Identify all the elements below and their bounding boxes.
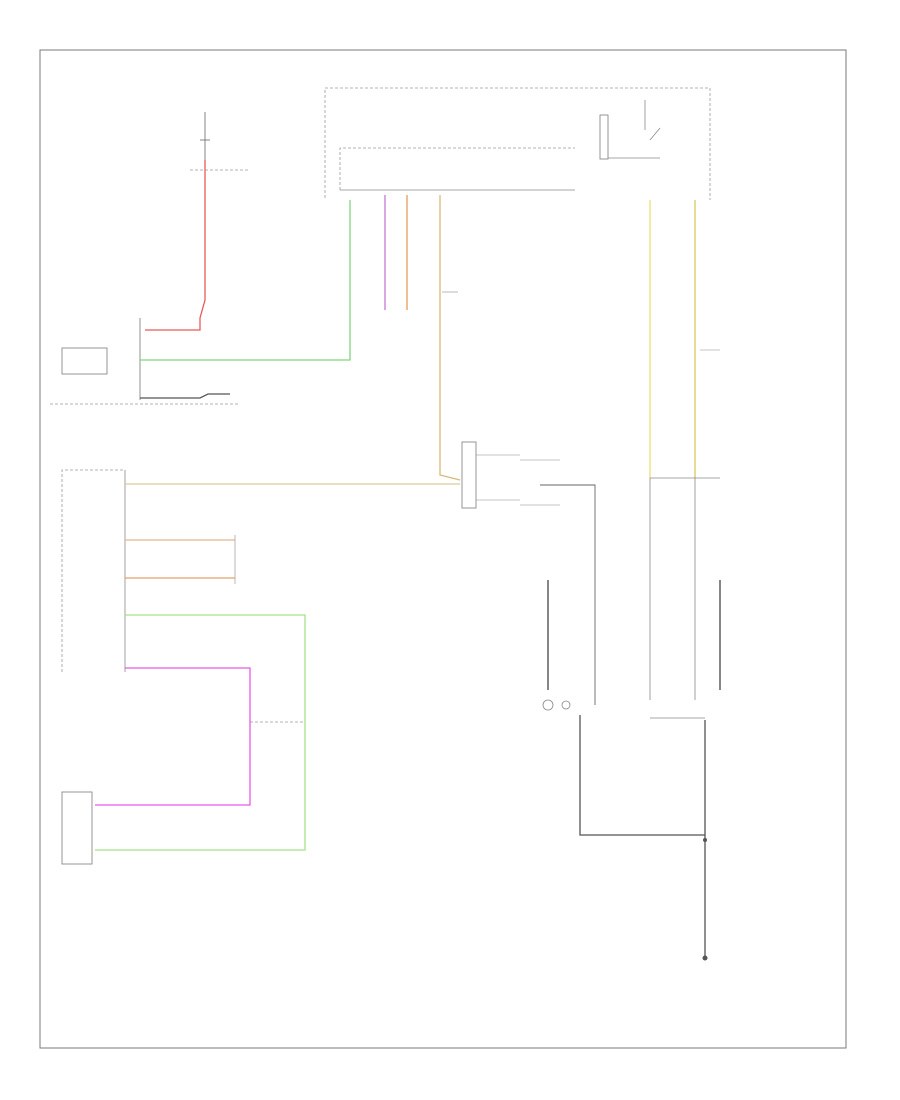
headlamp-switch: [50, 318, 240, 405]
bcm-relay-contact: [649, 127, 661, 141]
headlamp-ground-wire: [140, 393, 230, 399]
body-control-module: [324, 87, 711, 200]
lamp-symbol-b: [561, 700, 571, 710]
signal-green-wire: [140, 200, 351, 361]
battery-feed-group: [145, 112, 250, 331]
signal-tan-wire: [439, 195, 461, 481]
lamp-symbol: [542, 699, 554, 711]
level-sensor: [61, 791, 93, 865]
power-feed-wire: [145, 160, 206, 331]
instrument-cluster: [61, 469, 126, 672]
ground-wire: [579, 715, 705, 836]
steering-wheel-switch: [461, 441, 596, 705]
diagram-frame: [39, 49, 847, 1049]
ground-point-symbol: [702, 955, 708, 961]
signal-light-green-wire: [95, 614, 306, 851]
ground-splice: [703, 838, 707, 842]
signal-magenta-wire: [95, 667, 251, 806]
